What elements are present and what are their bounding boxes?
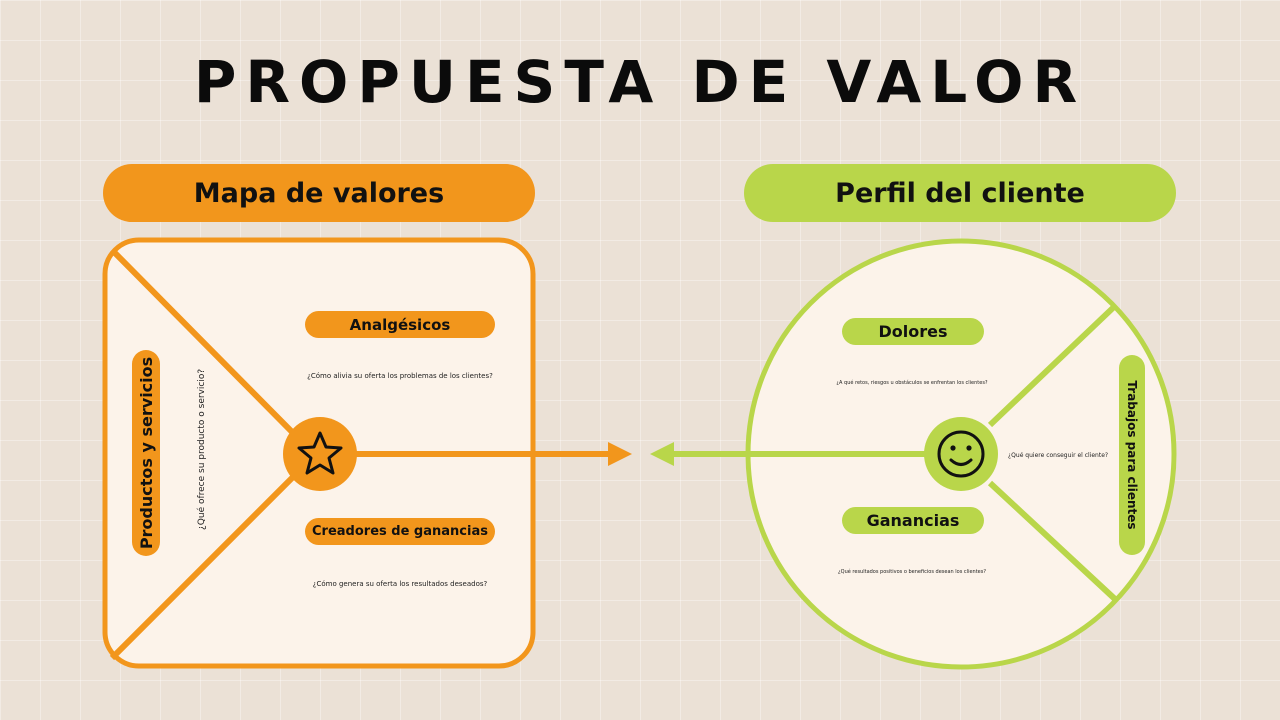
value-map-divider-top <box>109 247 303 443</box>
star-icon <box>297 431 343 475</box>
ganancias-question: ¿Qué resultados positivos o beneficios d… <box>838 569 986 575</box>
trabajos-label: Trabajos para clientes <box>1119 355 1145 555</box>
dolores-label: Dolores <box>842 318 984 345</box>
dolores-question: ¿A qué retos, riesgos u obstáculos se en… <box>836 380 988 386</box>
customer-profile-header: Perfil del cliente <box>744 164 1176 222</box>
smiley-icon <box>937 430 985 478</box>
customer-divider-bottom <box>987 480 1119 603</box>
page-title: PROPUESTA DE VALOR <box>193 48 1087 116</box>
creadores-label: Creadores de ganancias <box>305 518 495 545</box>
customer-divider-top <box>987 302 1119 428</box>
productos-label: Productos y servicios <box>132 350 160 556</box>
value-map-divider-bottom <box>109 467 303 661</box>
smiley-badge <box>924 417 998 491</box>
ganancias-label: Ganancias <box>842 507 984 534</box>
customer-arrow-head <box>650 442 674 466</box>
analgesicos-question: ¿Cómo alivia su oferta los problemas de … <box>307 372 493 380</box>
trabajos-question: ¿Qué quiere conseguir el cliente? <box>1008 452 1109 459</box>
value-arrow-head <box>608 442 632 466</box>
creadores-question: ¿Cómo genera su oferta los resultados de… <box>312 580 488 588</box>
value-map-header: Mapa de valores <box>103 164 535 222</box>
productos-question: ¿Qué ofrece su producto o servicio? <box>197 368 207 530</box>
star-badge <box>283 417 357 491</box>
analgesicos-label: Analgésicos <box>305 311 495 338</box>
